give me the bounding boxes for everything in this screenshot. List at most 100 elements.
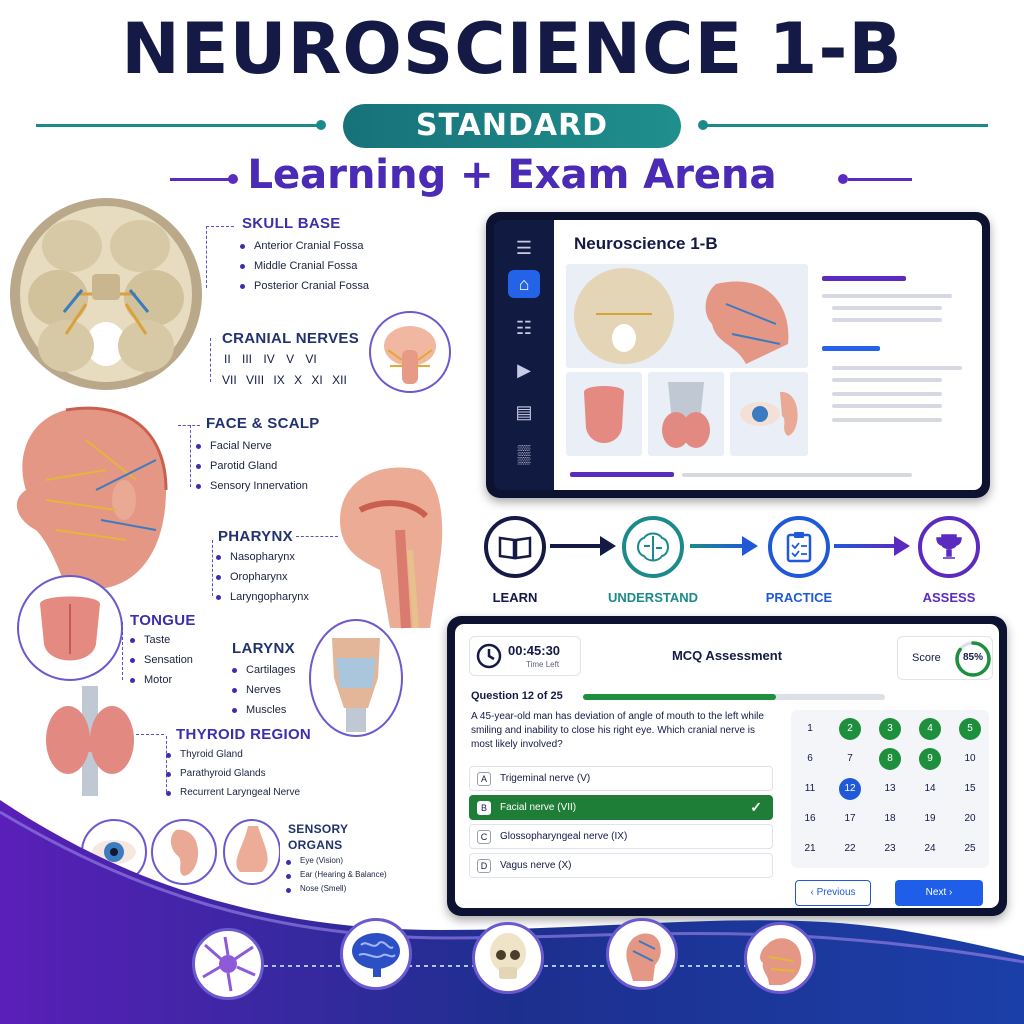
question-nav-item[interactable]: 21 [804,843,816,854]
workflow-arrow [550,544,606,548]
question-nav-item[interactable]: 10 [964,753,976,764]
pharynx-title: PHARYNX [218,528,293,545]
placeholder-line [822,294,952,298]
placeholder-line [832,418,942,422]
question-nav-item[interactable]: 1 [807,723,813,734]
play-icon[interactable]: ▶ [517,359,531,380]
question-nav-item[interactable]: 11 [804,783,816,794]
list-item: Ear (Hearing & Balance) [286,870,387,879]
question-nav-item[interactable]: 12 [839,778,861,800]
next-button[interactable]: Next › [895,880,983,906]
question-nav-item[interactable]: 7 [847,753,853,764]
step-label: UNDERSTAND [607,590,699,605]
clipboard-icon [786,532,812,563]
quiz-window: 00:45:30 Time Left MCQ Assessment Score … [447,616,1007,916]
menu-icon[interactable]: ☰ [515,237,533,258]
list-item: Thyroid Gland [166,749,300,760]
chart-icon[interactable]: ▒ [517,443,531,464]
arrow-head-icon [894,536,910,556]
eye-ear-thumbnail[interactable] [730,372,808,456]
divider-dot [698,120,708,130]
skull-icon [490,933,526,979]
step-label: PRACTICE [765,590,833,605]
question-nav-item[interactable]: 6 [807,753,813,764]
answer-option-a[interactable]: A Trigeminal nerve (V) [469,766,773,791]
face-scalp-title: FACE & SCALP [206,415,320,432]
question-nav-item[interactable]: 17 [844,813,856,824]
option-text: Glossopharyngeal nerve (IX) [500,831,628,842]
list-item: Sensory Innervation [196,480,308,492]
question-nav-item[interactable]: 23 [884,843,896,854]
timer-label: Time Left [526,660,560,669]
home-icon[interactable]: ⌂ [508,270,540,298]
question-nav-item[interactable]: 24 [924,843,936,854]
accent-bar [570,472,674,477]
workflow-arrow [834,544,898,548]
step-assess[interactable] [918,516,980,578]
quiz-content: 00:45:30 Time Left MCQ Assessment Score … [455,624,999,908]
subtitle-dot [228,174,238,184]
score-ring [955,641,991,677]
question-nav-item[interactable]: 5 [959,718,981,740]
connector [296,536,338,537]
question-nav-item[interactable]: 9 [919,748,941,770]
question-nav-item[interactable]: 15 [964,783,976,794]
subtitle-line-left [170,178,230,181]
question-nav-item[interactable]: 8 [879,748,901,770]
next-label: Next [925,887,947,898]
connector [166,736,167,792]
nerve-label: IV [263,352,275,366]
larynx-illustration [309,619,403,737]
app-content: Neuroscience 1-B [554,220,982,490]
step-learn[interactable] [484,516,546,578]
skull-circle [472,922,544,994]
question-nav-item[interactable]: 19 [924,813,936,824]
answer-option-b[interactable]: B Facial nerve (VII) ✓ [469,795,773,820]
question-nav-item[interactable]: 20 [964,813,976,824]
subtitle-line-right [848,178,912,181]
accent-bar [822,276,906,281]
face-illustration [16,406,168,588]
placeholder-line [832,378,942,382]
sensory-title-2: ORGANS [288,838,343,852]
checkmark-icon: ✓ [750,799,762,815]
page-subtitle: Learning + Exam Arena [0,152,1024,198]
list-item: Middle Cranial Fossa [240,260,369,272]
timer-box: 00:45:30 Time Left [469,636,581,676]
progress-fill [583,694,777,700]
question-nav-item[interactable]: 3 [879,718,901,740]
placeholder-line [832,366,962,370]
book-icon[interactable]: ☷ [515,317,533,338]
question-nav-item[interactable]: 14 [924,783,936,794]
answer-option-d[interactable]: D Vagus nerve (X) [469,853,773,878]
face-icon [760,938,802,985]
step-practice[interactable] [768,516,830,578]
question-nav-item[interactable]: 4 [919,718,941,740]
question-nav-item[interactable]: 13 [884,783,896,794]
list-item: Sensation [130,654,193,666]
question-progress [583,694,885,700]
tongue-thumbnail[interactable] [566,372,642,456]
question-nav-item[interactable]: 18 [884,813,896,824]
option-text: Vagus nerve (X) [500,860,572,871]
quiz-heading: MCQ Assessment [671,648,783,663]
question-nav-item[interactable]: 22 [844,843,856,854]
larynx-thumbnail[interactable] [648,372,724,456]
question-nav-item[interactable]: 25 [964,843,976,854]
sensory-organs-illustration [81,819,280,885]
step-label: ASSESS [922,590,976,605]
list-item: Muscles [232,704,296,716]
connector [212,540,213,596]
previous-button[interactable]: ‹ Previous [795,880,871,906]
answer-option-c[interactable]: C Glossopharyngeal nerve (IX) [469,824,773,849]
list-item: Nose (Smell) [286,884,387,893]
anatomy-image-card[interactable] [566,264,808,368]
question-nav-item[interactable]: 16 [804,813,816,824]
question-nav-item[interactable]: 2 [839,718,861,740]
nerve-label: VI [305,352,317,366]
document-icon[interactable]: ▤ [515,401,533,422]
list-item: Posterior Cranial Fossa [240,280,369,292]
head-neck-icon [626,933,661,981]
step-understand[interactable] [622,516,684,578]
timer-value: 00:45:30 [508,643,561,658]
